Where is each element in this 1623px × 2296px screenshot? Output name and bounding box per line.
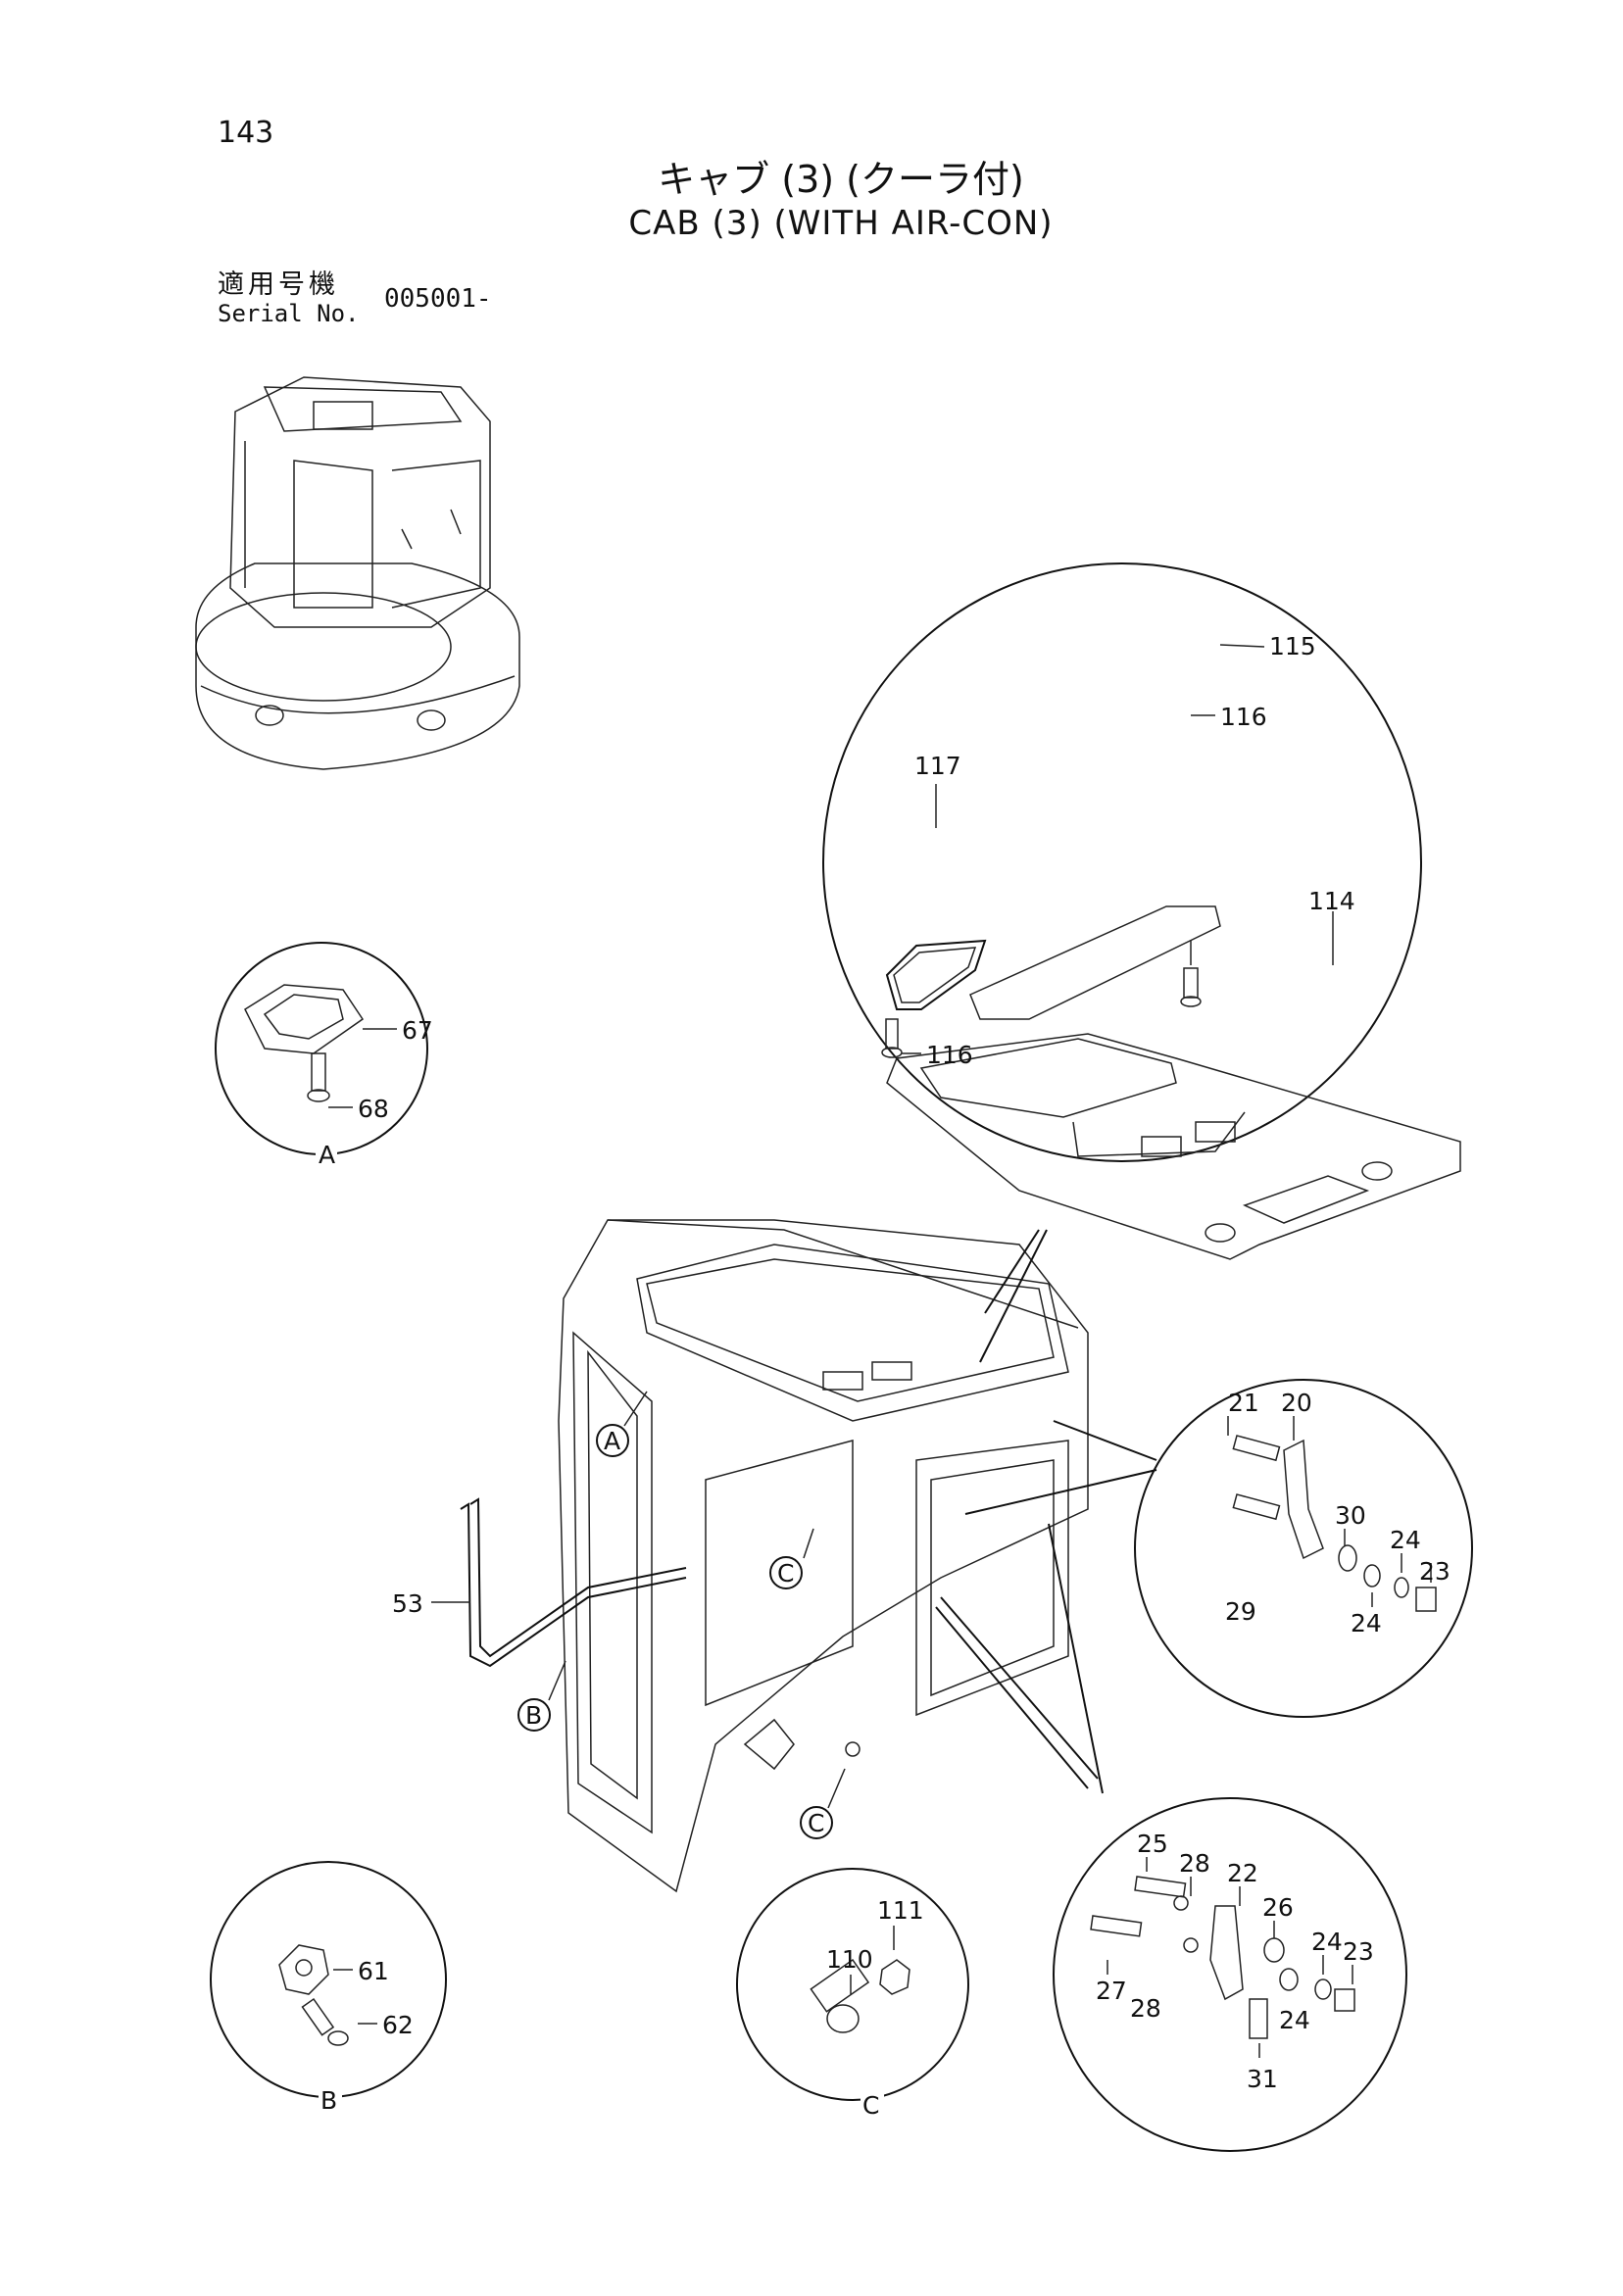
serial-label-japanese: 適用号機 <box>218 269 339 300</box>
page-number: 143 <box>218 116 274 150</box>
callout-61: 61 <box>358 1957 389 1985</box>
callout-110: 110 <box>826 1945 873 1974</box>
callout-24-hinge-lower: 24 <box>1279 2006 1310 2034</box>
callout-labels: 115 116 117 114 116 67 68 53 21 20 30 29… <box>358 632 1451 2093</box>
callout-53: 53 <box>392 1589 423 1618</box>
detail-reference-letters: A B C <box>316 1139 884 2120</box>
callout-28-lower: 28 <box>1130 1994 1161 2023</box>
detail-label-a: A <box>319 1141 335 1169</box>
title-english: CAB (3) (WITH AIR-CON) <box>628 204 1054 243</box>
cab-reference-markers: A B C C <box>517 1424 833 1839</box>
callout-24-upper: 24 <box>1390 1526 1421 1554</box>
callout-26: 26 <box>1262 1893 1294 1922</box>
callout-68: 68 <box>358 1095 389 1123</box>
callout-24-lower: 24 <box>1351 1609 1382 1637</box>
callout-116-left: 116 <box>926 1041 973 1069</box>
machine-overview-illustration <box>195 376 520 770</box>
callout-30: 30 <box>1335 1501 1366 1530</box>
callout-62: 62 <box>382 2011 414 2039</box>
detail-label-b: B <box>320 2086 337 2115</box>
callout-21: 21 <box>1228 1389 1259 1417</box>
callout-114: 114 <box>1308 887 1355 915</box>
detail-stay-bracket <box>1134 1379 1473 1718</box>
callout-31: 31 <box>1247 2065 1278 2093</box>
marker-a: A <box>604 1427 620 1455</box>
callout-116-top: 116 <box>1220 703 1267 731</box>
callout-29: 29 <box>1225 1597 1256 1626</box>
callout-23-hinge: 23 <box>1343 1937 1374 1966</box>
marker-c-lower: C <box>808 1809 824 1837</box>
marker-c-upper: C <box>777 1559 794 1588</box>
detail-b <box>210 1861 447 2098</box>
callout-28-upper: 28 <box>1179 1849 1210 1878</box>
callout-111: 111 <box>877 1896 924 1925</box>
callout-115: 115 <box>1269 632 1316 660</box>
marker-b: B <box>525 1701 542 1730</box>
callout-20: 20 <box>1281 1389 1312 1417</box>
serial-number-range: 005001- <box>384 284 492 314</box>
callout-23-upper: 23 <box>1419 1557 1451 1586</box>
detail-roof-panel <box>822 562 1461 1260</box>
callout-27: 27 <box>1096 1977 1127 2005</box>
callout-24-hinge-upper: 24 <box>1311 1928 1343 1956</box>
callout-67: 67 <box>402 1016 433 1045</box>
detail-label-c: C <box>862 2091 879 2120</box>
callout-22: 22 <box>1227 1859 1258 1887</box>
detail-a <box>215 942 428 1155</box>
main-cab-assembly <box>431 1219 1157 1893</box>
detail-c <box>736 1868 969 2101</box>
title-japanese: キャブ (3) (クーラ付) <box>658 158 1024 201</box>
detail-hinge <box>1053 1797 1407 2152</box>
callout-25: 25 <box>1137 1830 1168 1858</box>
serial-label-english: Serial No. <box>218 300 360 327</box>
callout-117: 117 <box>914 752 961 780</box>
